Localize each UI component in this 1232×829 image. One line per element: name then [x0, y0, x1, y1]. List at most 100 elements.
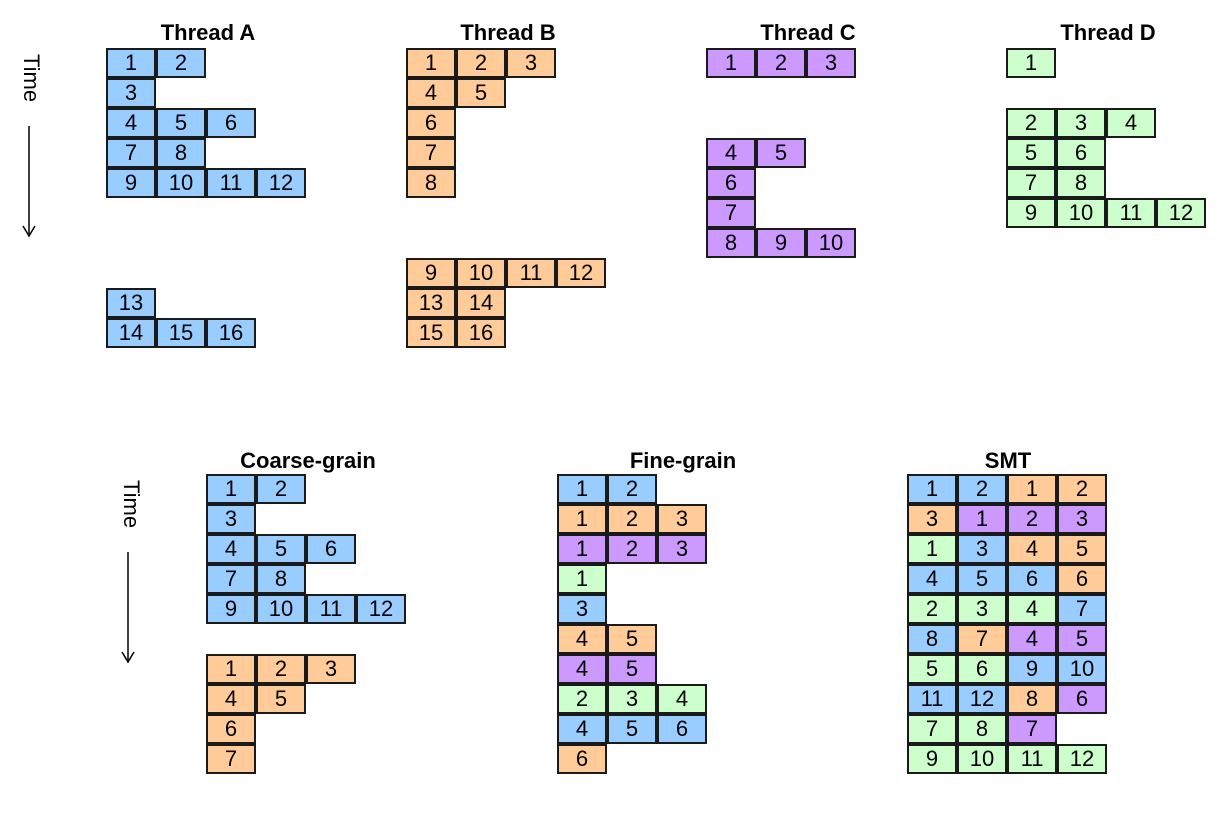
- smt-cell: 5: [957, 564, 1007, 594]
- thread-b-cell: 5: [456, 78, 506, 108]
- thread-c-cell: 8: [706, 228, 756, 258]
- thread-a-cell: 10: [156, 168, 206, 198]
- thread-d-title: Thread D: [1060, 20, 1156, 45]
- thread-d-cell: 4: [1106, 108, 1156, 138]
- thread-d-cell: 6: [1056, 138, 1106, 168]
- coarse-grain-cell: 4: [206, 684, 256, 714]
- thread-b-title: Thread B: [460, 20, 556, 45]
- coarse-grain-cell: 1: [206, 474, 256, 504]
- thread-a-cell: 15: [156, 318, 206, 348]
- coarse-grain-cell: 12: [356, 594, 406, 624]
- smt-cell: 1: [907, 474, 957, 504]
- thread-d-cell: 7: [1006, 168, 1056, 198]
- fine-grain-cell: 6: [657, 714, 707, 744]
- smt-cell: 4: [1007, 534, 1057, 564]
- smt-cell: 10: [1057, 654, 1107, 684]
- thread-c-cell: 2: [756, 48, 806, 78]
- coarse-grain-cell: 11: [306, 594, 356, 624]
- smt-cell: 12: [957, 684, 1007, 714]
- smt-cell: 4: [1007, 624, 1057, 654]
- smt-cell: 3: [907, 504, 957, 534]
- fine-grain-cell: 5: [607, 714, 657, 744]
- smt-cell: 8: [907, 624, 957, 654]
- smt-cell: 5: [1057, 534, 1107, 564]
- fine-grain-cell: 2: [557, 684, 607, 714]
- smt-cell: 6: [1057, 564, 1107, 594]
- thread-a-cell: 7: [106, 138, 156, 168]
- thread-a-cell: 3: [106, 78, 156, 108]
- fine-grain-cell: 4: [557, 714, 607, 744]
- smt-title: SMT: [984, 448, 1032, 473]
- fine-grain-cell: 3: [657, 534, 707, 564]
- coarse-grain-cell: 9: [206, 594, 256, 624]
- smt-cell: 10: [957, 744, 1007, 774]
- smt-cell: 2: [1007, 504, 1057, 534]
- thread-c-cell: 6: [706, 168, 756, 198]
- coarse-grain-cell: 6: [306, 534, 356, 564]
- fine-grain-cell: 4: [657, 684, 707, 714]
- smt-cell: 11: [1007, 744, 1057, 774]
- thread-d-cell: 11: [1106, 198, 1156, 228]
- smt-cell: 1: [1007, 474, 1057, 504]
- fine-grain-cell: 1: [557, 534, 607, 564]
- smt-cell: 2: [957, 474, 1007, 504]
- coarse-grain-cell: 5: [256, 534, 306, 564]
- smt-cell: 5: [1057, 624, 1107, 654]
- fine-grain-cell: 2: [607, 474, 657, 504]
- thread-b-cell: 6: [406, 108, 456, 138]
- thread-a-cell: 2: [156, 48, 206, 78]
- thread-d-cell: 2: [1006, 108, 1056, 138]
- thread-a-cell: 16: [206, 318, 256, 348]
- thread-a-cell: 9: [106, 168, 156, 198]
- coarse-grain-cell: 8: [256, 564, 306, 594]
- thread-d-cell: 8: [1056, 168, 1106, 198]
- fine-grain-cell: 1: [557, 564, 607, 594]
- coarse-grain-cell: 2: [256, 474, 306, 504]
- thread-a-cell: 14: [106, 318, 156, 348]
- smt-cell: 1: [957, 504, 1007, 534]
- fine-grain-cell: 2: [607, 504, 657, 534]
- thread-b-cell: 16: [456, 318, 506, 348]
- thread-d-cell: 10: [1056, 198, 1106, 228]
- thread-c-cell: 1: [706, 48, 756, 78]
- smt-cell: 12: [1057, 744, 1107, 774]
- coarse-grain-cell: 10: [256, 594, 306, 624]
- smt-cell: 7: [1007, 714, 1057, 744]
- thread-c-cell: 10: [806, 228, 856, 258]
- thread-c-cell: 9: [756, 228, 806, 258]
- thread-c-cell: 5: [756, 138, 806, 168]
- smt-cell: 3: [1057, 504, 1107, 534]
- thread-d-cell: 12: [1156, 198, 1206, 228]
- thread-a-cell: 8: [156, 138, 206, 168]
- thread-b-cell: 10: [456, 258, 506, 288]
- smt-cell: 8: [957, 714, 1007, 744]
- thread-b-cell: 8: [406, 168, 456, 198]
- thread-b-cell: 13: [406, 288, 456, 318]
- smt-cell: 6: [957, 654, 1007, 684]
- thread-a-cell: 1: [106, 48, 156, 78]
- coarse-grain-cell: 4: [206, 534, 256, 564]
- thread-a-cell: 12: [256, 168, 306, 198]
- thread-d-cell: 3: [1056, 108, 1106, 138]
- thread-a-cell: 11: [206, 168, 256, 198]
- smt-cell: 2: [907, 594, 957, 624]
- thread-c-cell: 7: [706, 198, 756, 228]
- smt-cell: 8: [1007, 684, 1057, 714]
- thread-b-cell: 2: [456, 48, 506, 78]
- smt-cell: 6: [1007, 564, 1057, 594]
- coarse-grain-cell: 3: [206, 504, 256, 534]
- thread-b-cell: 12: [556, 258, 606, 288]
- thread-c-title: Thread C: [760, 20, 856, 45]
- coarse-grain-cell: 2: [256, 654, 306, 684]
- fine-grain-cell: 5: [607, 654, 657, 684]
- time-arrow-bottom: [121, 552, 135, 664]
- fine-grain-cell: 2: [607, 534, 657, 564]
- thread-b-cell: 14: [456, 288, 506, 318]
- fine-grain-cell: 3: [557, 594, 607, 624]
- thread-b-cell: 9: [406, 258, 456, 288]
- smt-cell: 4: [1007, 594, 1057, 624]
- fine-grain-cell: 4: [557, 654, 607, 684]
- smt-cell: 7: [907, 714, 957, 744]
- fine-grain-cell: 3: [607, 684, 657, 714]
- smt-cell: 9: [907, 744, 957, 774]
